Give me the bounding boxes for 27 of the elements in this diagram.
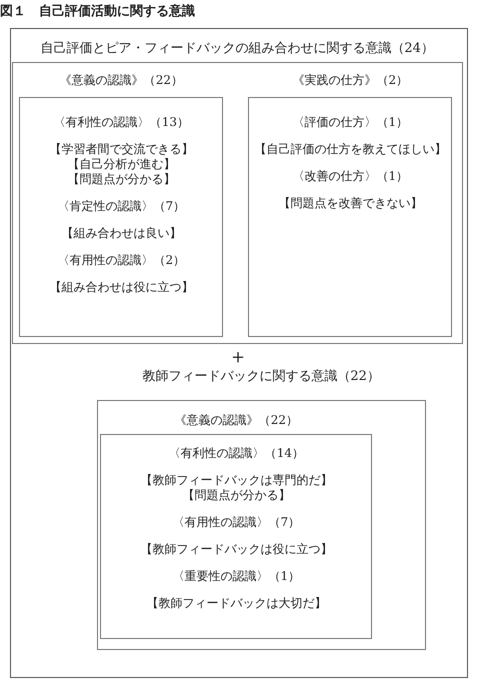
category-text: 〈肯定性の認識〉（7） — [58, 199, 186, 214]
category-text: 【問題点を改善できない】 — [278, 196, 422, 210]
category-text: 〈評価の仕方〉（1） — [292, 115, 408, 130]
group-heading: 《意義の認識》（22） — [60, 73, 184, 88]
category-text: 【教師フィードバックは役に立つ】 — [140, 542, 332, 556]
category-text: 〈改善の仕方〉（1） — [292, 169, 408, 184]
category-text: 〈有用性の認識〉（2） — [58, 253, 186, 268]
category-text: 【自己評価の仕方を教えてほしい】 — [254, 142, 446, 156]
group-heading: 《実践の仕方》（2） — [292, 73, 408, 88]
category-text: 【自己分析が進む】 — [67, 157, 176, 172]
group-heading: 教師フィードバックに関する意識（22） — [142, 370, 380, 384]
frame-box — [10, 28, 468, 678]
category-text: 【学習者間で交流できる】 — [49, 142, 194, 156]
figure-title: 図１ 自己評価活動に関する意識 — [0, 2, 195, 20]
category-text: 【組み合わせは役に立つ】 — [49, 280, 194, 294]
group-heading: 《意義の認識》（22） — [174, 413, 298, 428]
category-text: 【問題点が分かる】 — [67, 172, 176, 186]
category-text: 【教師フィードバックは専門的だ】 — [140, 473, 332, 488]
category-text: 【組み合わせは良い】 — [61, 226, 182, 240]
category-text: 【問題点が分かる】 — [182, 488, 290, 502]
plus-sign: ＋ — [228, 346, 248, 366]
group-heading: 自己評価とピア・フィードバックの組み合わせに関する意識（24） — [40, 42, 434, 56]
category-text: 〈重要性の認識〉（1） — [172, 569, 300, 584]
category-text: 〈有利性の認識〉（14） — [168, 446, 304, 460]
category-text: 〈有利性の認識〉（13） — [54, 115, 190, 130]
category-text: 〈有用性の認識〉（7） — [172, 515, 300, 530]
category-text: 【教師フィードバックは大切だ】 — [146, 596, 326, 610]
